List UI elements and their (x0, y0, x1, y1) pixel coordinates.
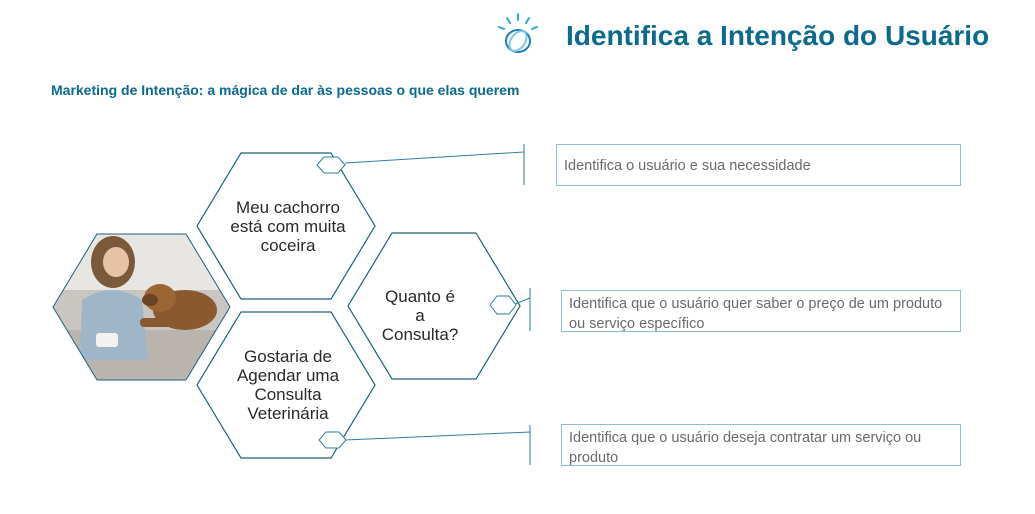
callout-box-2: Identifica que o usuário quer saber o pr… (561, 290, 961, 332)
marker-hexagon-3 (318, 431, 347, 449)
hexagon-2 (347, 232, 521, 380)
hexagon-3 (196, 311, 376, 459)
page-title: Identifica a Intenção do Usuário (566, 20, 990, 51)
brand-logo-icon (498, 13, 538, 53)
hexagon-2-text: Quanto é a Consulta? (381, 287, 459, 344)
connector-line-1 (344, 151, 525, 164)
photo-hexagon-border (52, 233, 231, 381)
marker-hexagon-2 (489, 295, 517, 315)
callout-box-3: Identifica que o usuário deseja contrata… (561, 424, 961, 466)
marker-hexagon-1 (316, 156, 346, 174)
connector-line-2 (514, 297, 531, 305)
hexagon-3-text: Gostaria de Agendar uma Consulta Veterin… (236, 347, 340, 423)
connector-line-3 (344, 431, 531, 441)
page-subtitle: Marketing de Intenção: a mágica de dar à… (51, 82, 520, 98)
callout-box-1: Identifica o usuário e sua necessidade (556, 144, 961, 186)
hexagon-1-text: Meu cachorro está com muita coceira (230, 198, 346, 255)
photo-hexagon (53, 234, 230, 380)
hexagon-1 (196, 152, 376, 300)
